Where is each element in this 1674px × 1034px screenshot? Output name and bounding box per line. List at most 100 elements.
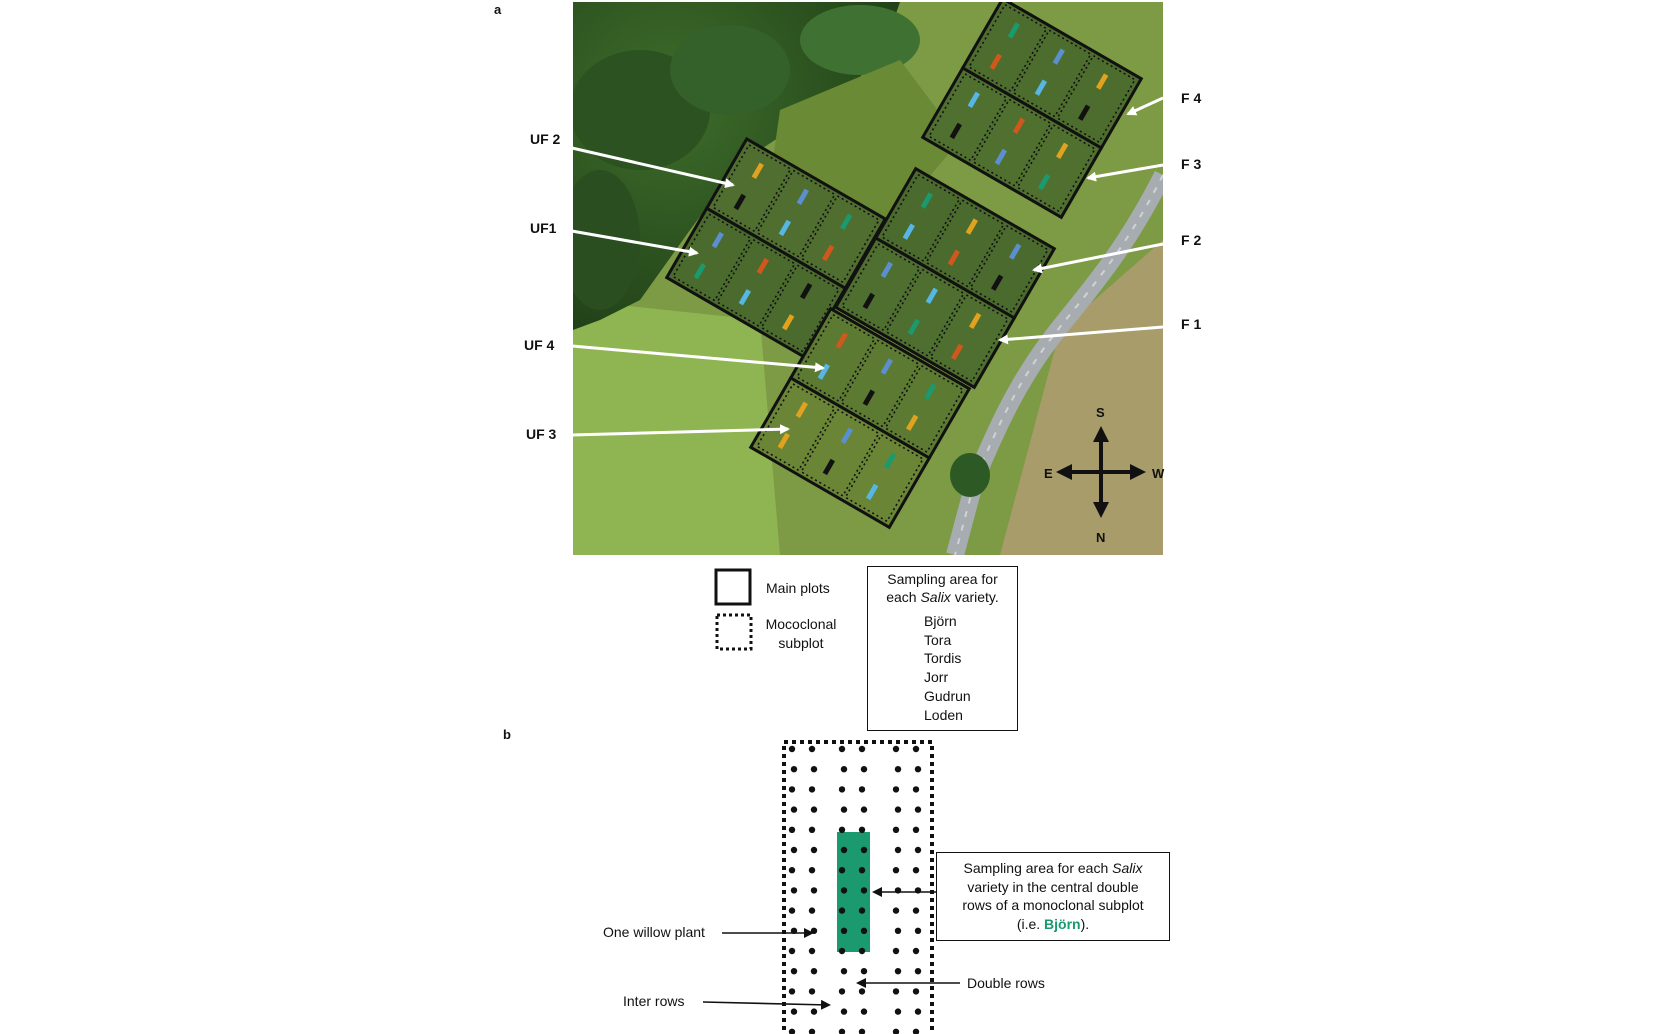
sample-tora — [862, 389, 875, 406]
sample-gudrun — [756, 257, 770, 275]
willow-plant-dot — [912, 867, 920, 874]
sample-loden — [925, 287, 938, 304]
willow-plant-dot — [808, 786, 816, 793]
sample-bjorn — [883, 452, 897, 469]
willow-plant-dot — [838, 1028, 846, 1034]
sample-jorr — [1055, 142, 1069, 159]
willow-plant-dot — [808, 988, 816, 995]
legend-sampling-salix: Salix — [920, 589, 951, 605]
willow-plant-dot — [894, 846, 902, 854]
willow-plant-dot — [790, 846, 798, 854]
sample-gudrun — [821, 244, 835, 262]
arrow-f4 — [1126, 96, 1164, 116]
compass-label-east: E — [1044, 466, 1053, 481]
sample-loden — [865, 483, 879, 501]
compass-label-south: S — [1096, 405, 1105, 420]
willow-plant-dot — [838, 907, 846, 914]
legend-variety-bjorn: Björn — [924, 613, 957, 629]
willow-plant-dot — [790, 806, 798, 813]
callout-line1-pre: Sampling area for each — [963, 860, 1113, 876]
willow-plant-dot — [892, 826, 900, 833]
willow-plant-dot — [840, 887, 848, 894]
plot-pair-f4-f3 — [920, 2, 1144, 220]
sample-gudrun — [1012, 117, 1025, 134]
tree-clump — [670, 25, 790, 115]
willow-plant-dot — [912, 907, 920, 914]
plot-label-f3: F 3 — [1181, 156, 1202, 172]
willow-plant-dot — [808, 1028, 816, 1034]
arrow-f3 — [1086, 163, 1164, 182]
willow-plant-dot — [788, 786, 796, 793]
legend-subplot-line1: Mococlonal — [765, 616, 837, 632]
plot-label-f2: F 2 — [1181, 232, 1202, 248]
compass-label-west: W — [1152, 466, 1165, 481]
arrow-uf4 — [571, 344, 825, 373]
callout-bjorn-name: Björn — [1044, 915, 1081, 932]
compass-rose — [1056, 426, 1146, 518]
willow-plant-dot — [788, 745, 796, 753]
callout-line1-salix: Salix — [1112, 860, 1143, 876]
roadside-tree — [950, 453, 990, 497]
willow-plant-dot — [790, 968, 798, 975]
willow-plant-dot — [840, 968, 848, 975]
willow-plant-dot — [838, 867, 846, 874]
sample-jorr — [968, 312, 982, 329]
willow-plant-dot — [790, 766, 798, 773]
arrow-uf3 — [571, 424, 790, 437]
plot-label-uf4: UF 4 — [524, 337, 555, 353]
willow-plant-grid — [788, 745, 922, 1034]
willow-plant-dot — [914, 766, 922, 773]
sample-jorr — [751, 162, 764, 179]
sample-tora — [949, 122, 962, 140]
schematic-arrows — [702, 887, 960, 1010]
sample-tordis — [840, 427, 853, 444]
sample-loden — [1034, 79, 1047, 96]
sample-tora — [733, 193, 746, 211]
willow-plant-dot — [894, 766, 902, 773]
arrow-f1 — [998, 325, 1164, 345]
willow-plant-dot — [788, 826, 796, 833]
willow-plant-dot — [808, 907, 816, 914]
willow-plant-dot — [838, 745, 846, 753]
willow-plant-dot — [810, 1008, 818, 1015]
willow-plant-dot — [914, 846, 922, 854]
plot-pair-uf4-uf3 — [748, 306, 972, 530]
willow-plant-dot — [912, 1028, 920, 1034]
willow-plant-dot — [892, 907, 900, 914]
sample-bjorn — [693, 263, 706, 280]
willow-plant-dot — [858, 988, 866, 995]
sample-bjorn — [1007, 22, 1020, 39]
willow-plant-dot — [810, 806, 818, 813]
callout-line3: rows of a monoclonal subplot — [962, 897, 1144, 913]
sample-gudrun — [989, 53, 1002, 70]
sample-bjorn — [1037, 173, 1051, 191]
willow-plant-dot — [894, 1008, 902, 1015]
willow-plant-dot — [858, 947, 866, 955]
label-one-willow-plant: One willow plant — [603, 924, 705, 940]
subplot-schematic-border — [782, 740, 934, 1034]
sample-jorr — [781, 314, 795, 331]
willow-plant-dot — [860, 887, 868, 894]
willow-plant-dot — [860, 968, 868, 975]
legend-variety-jorr: Jorr — [924, 669, 949, 686]
willow-plant-dot — [860, 1008, 868, 1015]
willow-plant-dot — [892, 745, 900, 753]
sample-tora — [1077, 104, 1091, 121]
willow-plant-dot — [788, 867, 796, 874]
willow-plant-dot — [790, 1008, 798, 1015]
legend-sampling-title: Sampling area for each Salix variety. — [868, 570, 1017, 606]
sample-gudrun — [835, 332, 848, 349]
legend-subplot-label: Mococlonal subplot — [762, 615, 840, 653]
willow-plant-dot — [838, 786, 846, 793]
sample-tordis — [1008, 243, 1022, 260]
willow-plant-dot — [914, 968, 922, 975]
sample-gudrun — [950, 343, 964, 361]
willow-plant-dot — [788, 947, 796, 955]
arrow-inter-rows — [702, 999, 831, 1010]
sample-loden — [967, 91, 980, 108]
main-plot-f3 — [920, 65, 1104, 220]
willow-plant-dot — [914, 1008, 922, 1015]
willow-plant-dot — [892, 786, 900, 793]
willow-plant-dot — [810, 766, 818, 773]
